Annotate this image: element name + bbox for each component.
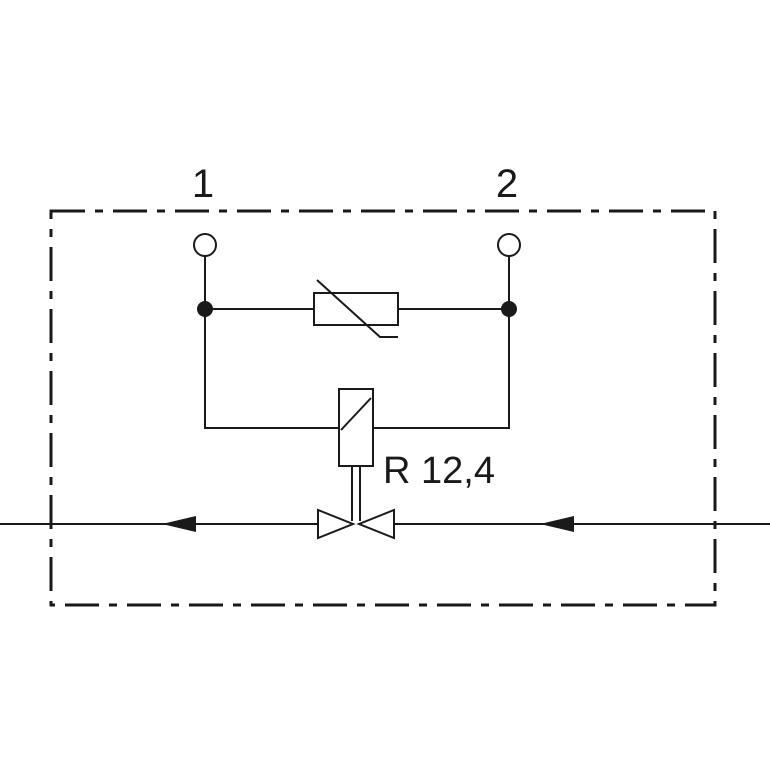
wire-bottom-right [373,309,510,429]
terminal-1-connector [193,233,217,257]
enclosure-frame [49,209,717,607]
valve-triangle-right [356,508,395,540]
flow-arrow-left [162,516,196,532]
terminal-1-label: 1 [192,162,214,206]
terminal-2-connector [497,233,521,257]
terminal-2-label: 2 [496,162,518,206]
coil-rating-label: R 12,4 [383,450,495,492]
coil-diagonal-mark [340,397,372,431]
flow-arrow-right [540,516,574,532]
thermistor-variable-arrow [316,279,398,338]
thermistor-body [313,292,399,326]
wire-bottom-left [204,309,339,429]
valve-triangle-left [317,508,356,540]
coil-body [338,388,374,467]
